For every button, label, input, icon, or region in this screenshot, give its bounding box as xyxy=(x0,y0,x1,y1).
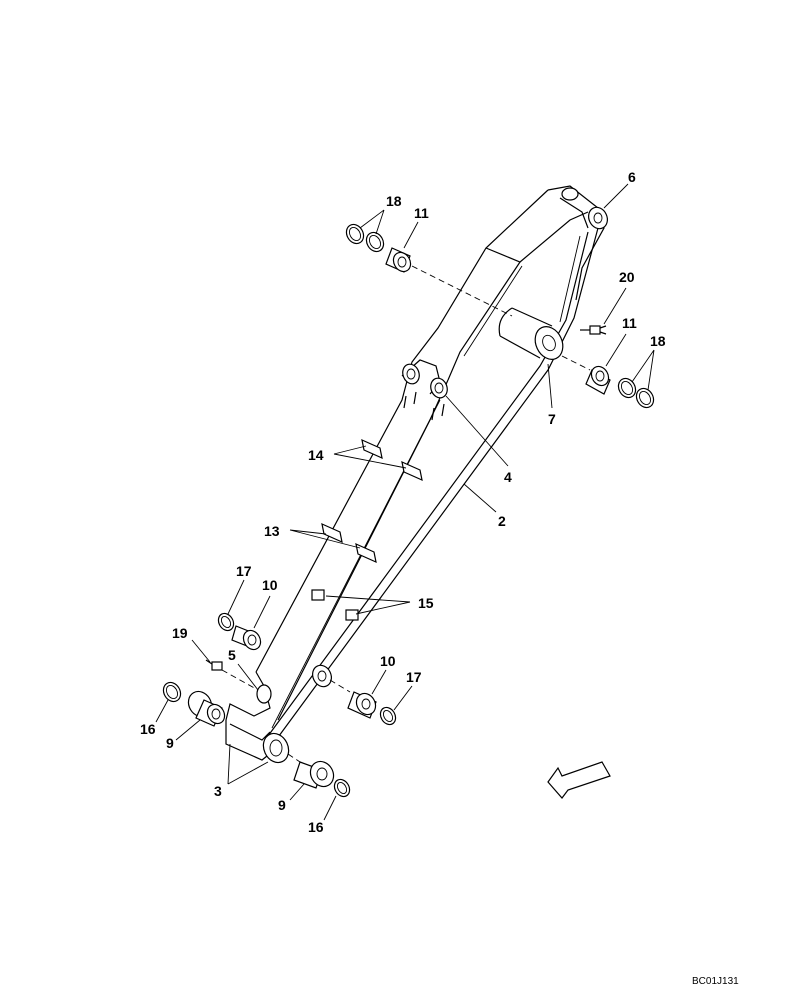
seal-17-right xyxy=(379,706,397,726)
axis-line-mid xyxy=(329,679,351,693)
callout-15: 15 xyxy=(418,595,434,611)
callout-10-left: 10 xyxy=(262,577,278,593)
grease-fitting-20 xyxy=(580,325,607,335)
drawing-code: BC01J131 xyxy=(692,976,739,987)
plates-14 xyxy=(361,438,423,482)
callout-16-left: 16 xyxy=(140,721,156,737)
callout-18-right: 18 xyxy=(650,333,666,349)
axis-line-right xyxy=(561,355,591,371)
seal-18-upper xyxy=(345,223,385,253)
callout-10-right: 10 xyxy=(380,653,396,669)
arm-mid-boss xyxy=(312,664,332,688)
head-pin-eye xyxy=(561,187,608,230)
callout-14: 14 xyxy=(308,447,324,463)
callout-18-upper: 18 xyxy=(386,193,402,209)
callout-2: 2 xyxy=(498,513,506,529)
callout-9-bottom: 9 xyxy=(278,797,286,813)
callout-19: 19 xyxy=(172,625,188,641)
bushing-10-left xyxy=(231,625,262,651)
callout-11-upper: 11 xyxy=(414,205,429,221)
callout-3: 3 xyxy=(214,783,222,799)
plates-15 xyxy=(311,589,359,621)
bushing-11-upper xyxy=(385,247,412,273)
plates-13 xyxy=(321,522,377,564)
callout-17-right: 17 xyxy=(406,669,422,685)
callout-4: 4 xyxy=(504,469,512,485)
flanged-bushing-9-left xyxy=(187,690,226,727)
callout-11-right: 11 xyxy=(622,315,637,331)
axis-line-bottom xyxy=(287,753,301,763)
callout-6: 6 xyxy=(628,169,636,185)
grease-fitting-19 xyxy=(205,659,259,691)
seal-17-left xyxy=(217,612,235,632)
callout-13: 13 xyxy=(264,523,280,539)
seal-16-bottom xyxy=(333,778,351,798)
callout-labels: 18 11 6 20 11 18 7 4 14 2 13 17 10 15 19… xyxy=(140,169,666,835)
cylinder-boss xyxy=(498,307,564,360)
flanged-bushing-9-bottom xyxy=(293,760,335,789)
callout-16-bottom: 16 xyxy=(308,819,324,835)
direction-arrow-icon xyxy=(547,761,611,799)
bracket-eyes xyxy=(402,363,448,421)
callout-5: 5 xyxy=(228,647,236,663)
bushing-10-right xyxy=(347,691,377,719)
callout-9-left: 9 xyxy=(166,735,174,751)
callout-17-left: 17 xyxy=(236,563,252,579)
callout-7: 7 xyxy=(548,411,556,427)
axis-line-upper xyxy=(411,265,513,317)
leader-lines xyxy=(155,183,655,821)
seal-16-left xyxy=(162,681,182,703)
callout-20: 20 xyxy=(619,269,635,285)
arm-bottom-bosses xyxy=(256,684,290,764)
bushing-11-right xyxy=(585,365,611,395)
seal-18-right xyxy=(617,377,655,409)
